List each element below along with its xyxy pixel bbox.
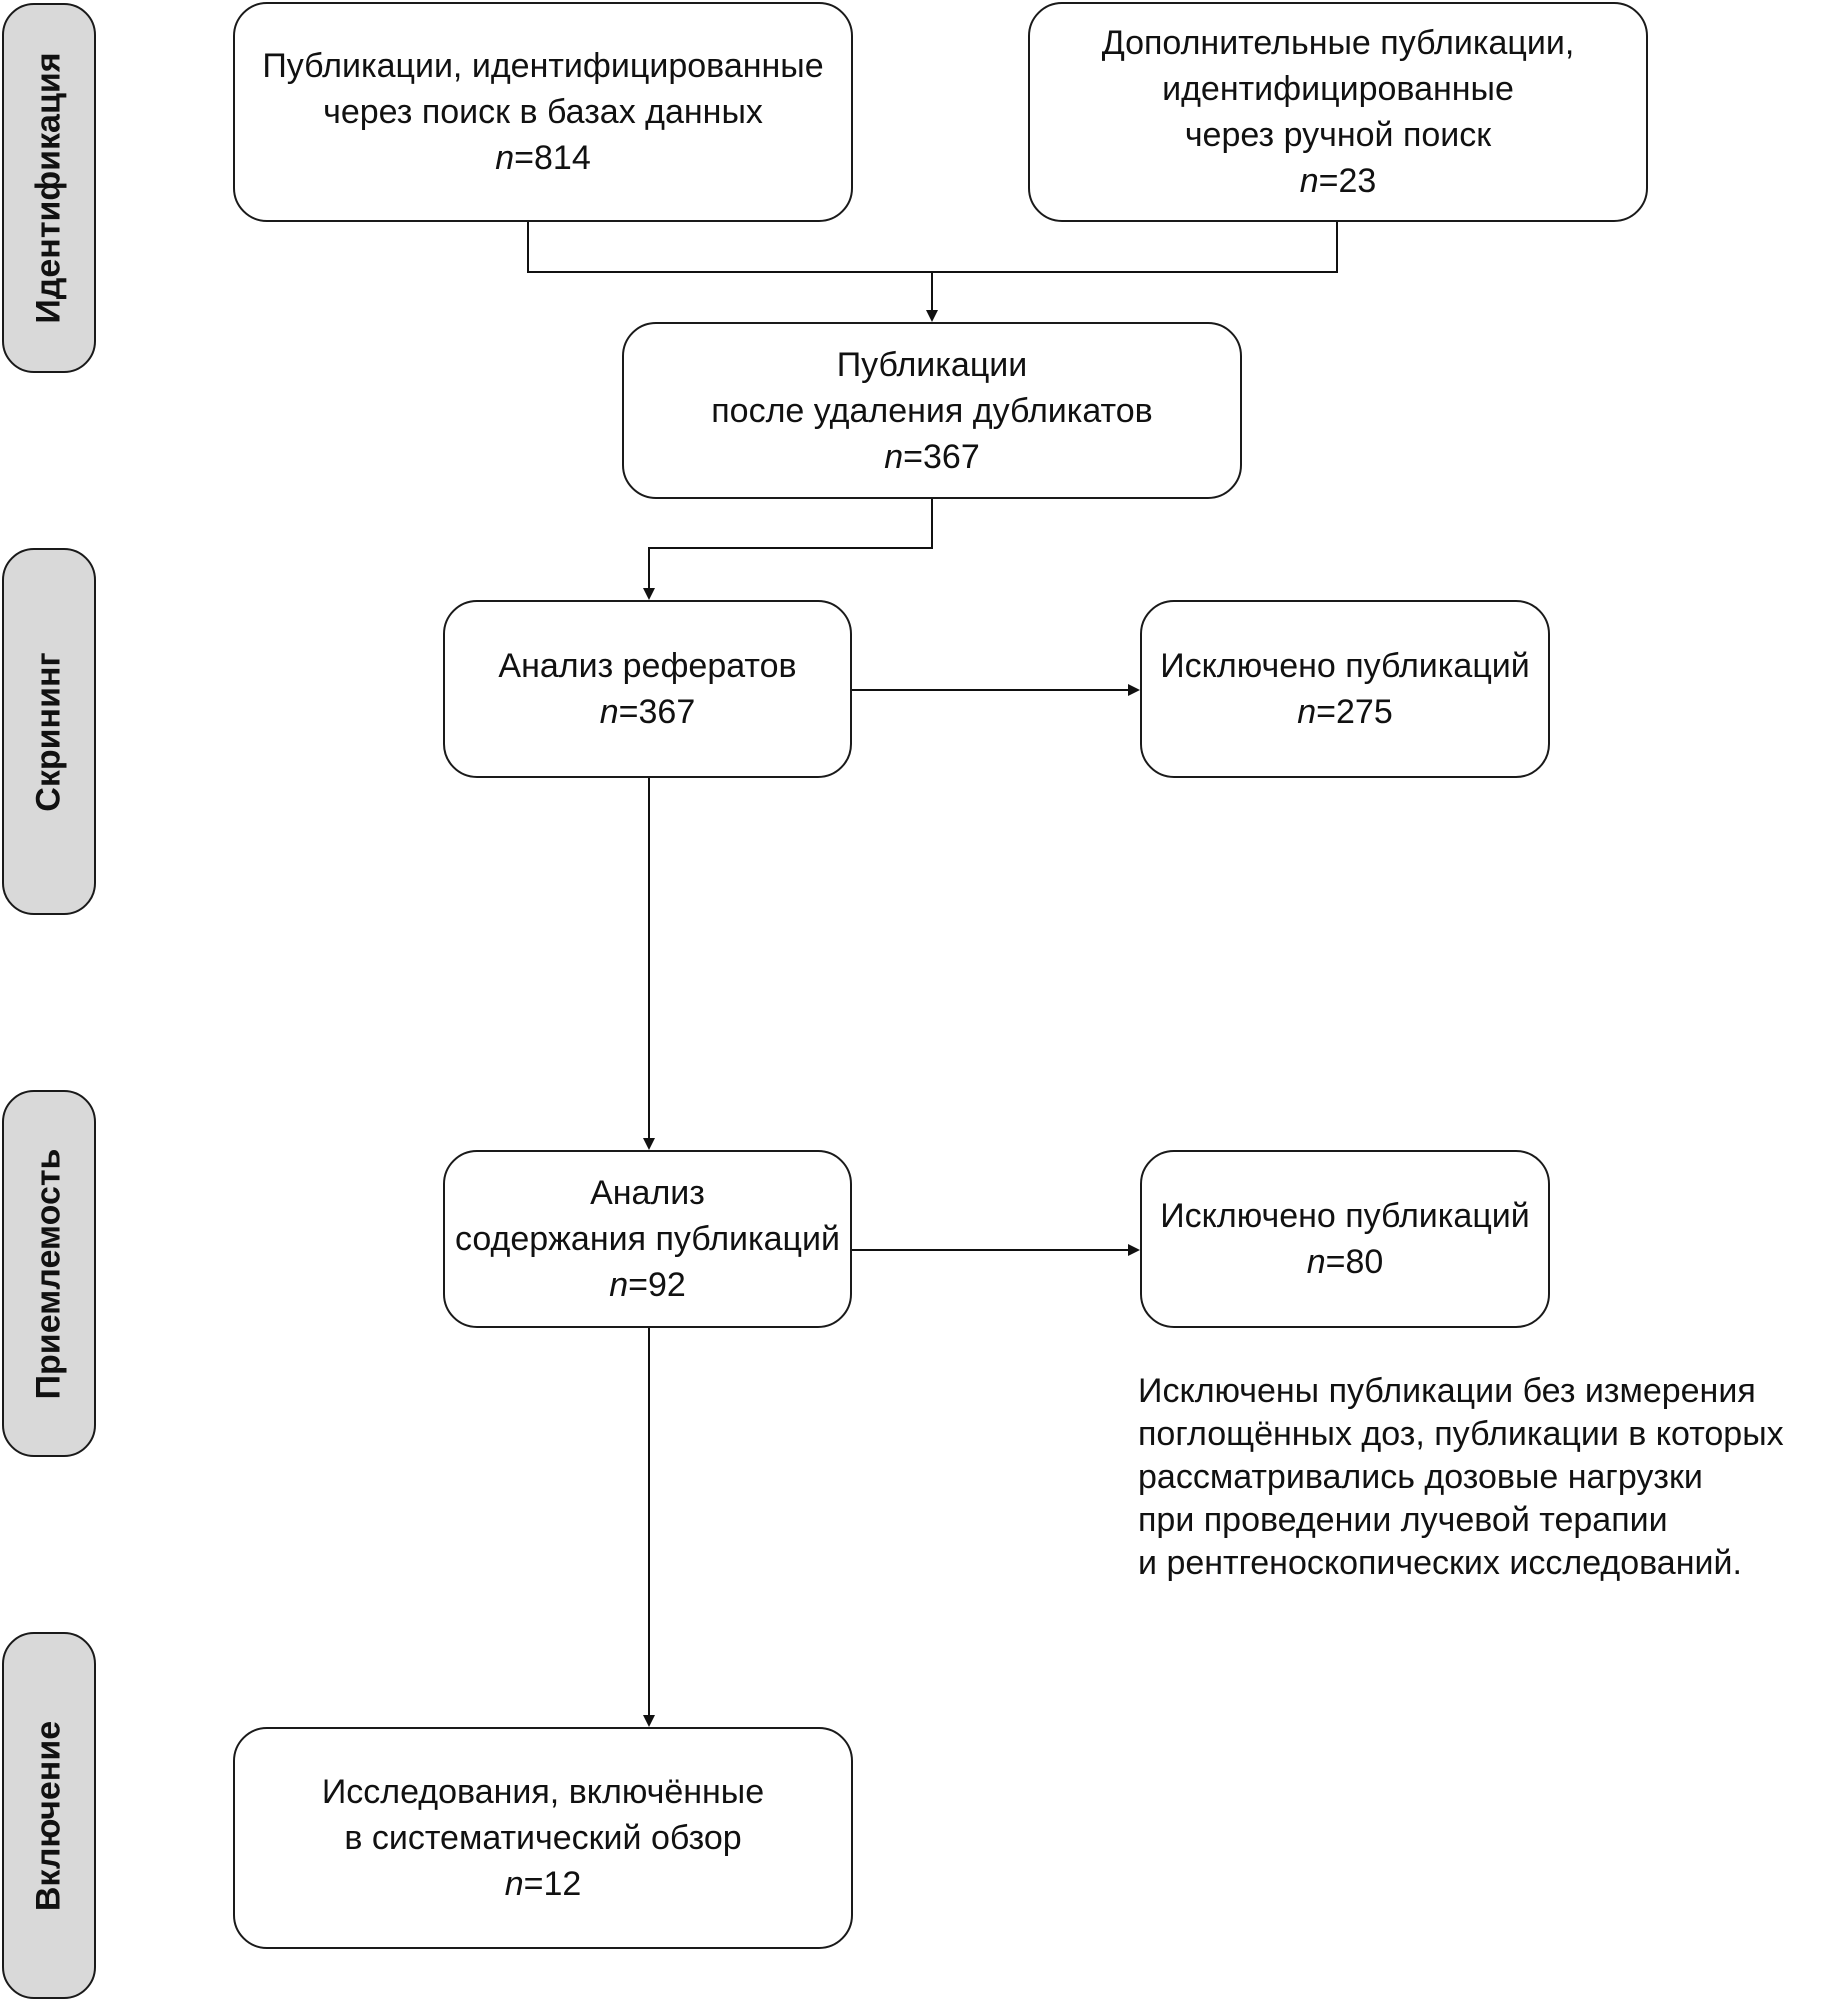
connector-database-to-merge xyxy=(527,222,932,273)
box-text-line: Публикации xyxy=(836,345,1028,384)
after-duplicates-box: Публикации после удаления дубликатов n=3… xyxy=(622,322,1242,499)
box-text-line: в систематический обзор xyxy=(344,1819,742,1857)
count-label: n=23 xyxy=(1299,162,1377,200)
box-text-line: Анализ рефератов xyxy=(498,647,797,685)
phase-screening: Скрининг xyxy=(2,548,96,915)
excluded-eligibility-box: Исключено публикаций n=80 xyxy=(1140,1150,1550,1328)
box-text-line: Анализ xyxy=(590,1174,705,1212)
note-line: Исключены публикации без измерения xyxy=(1138,1372,1756,1410)
content-analysis-box: Анализ содержания публикаций n=92 xyxy=(443,1150,852,1328)
count-label: n=92 xyxy=(609,1266,686,1304)
count-label: n=275 xyxy=(1297,693,1393,731)
box-text-line: Исключено публикаций xyxy=(1160,1197,1530,1235)
count-label: n=12 xyxy=(504,1865,582,1903)
manual-search-box: Дополнительные публикации, идентифициров… xyxy=(1028,2,1648,222)
count-label: n=367 xyxy=(599,693,696,731)
abstract-analysis-box: Анализ рефератов n=367 xyxy=(443,600,852,778)
phase-eligibility: Приемлемость xyxy=(2,1090,96,1457)
count-label: n=814 xyxy=(495,139,591,177)
database-search-box: Публикации, идентифицированные через пои… xyxy=(233,2,853,222)
box-text-line: Публикации, идентифицированные xyxy=(262,47,824,85)
note-line: поглощённых доз, публикации в которых xyxy=(1138,1415,1784,1453)
connector-manual-to-merge xyxy=(932,222,1338,273)
arrow-duplicates-to-abstracts xyxy=(643,499,933,600)
note-line: и рентгеноскопических исследований. xyxy=(1138,1544,1742,1582)
phase-eligibility-label: Приемлемость xyxy=(29,1148,68,1399)
phase-inclusion: Включение xyxy=(2,1632,96,1999)
excluded-screening-box: Исключено публикаций n=275 xyxy=(1140,600,1550,778)
box-text-line: Исключено публикаций xyxy=(1160,647,1530,685)
box-text-line: через ручной поиск xyxy=(1184,116,1492,154)
phase-screening-label: Скрининг xyxy=(29,651,68,812)
exclusion-reason-note: Исключены публикации без измерения погло… xyxy=(1138,1370,1784,1585)
phase-inclusion-label: Включение xyxy=(29,1720,68,1911)
box-text-line: через поиск в базах данных xyxy=(323,93,763,131)
phase-identification: Идентификация xyxy=(2,3,96,373)
box-text-line: после удаления дубликатов xyxy=(711,391,1153,430)
note-line: рассматривались дозовые нагрузки xyxy=(1138,1458,1703,1496)
phase-identification-label: Идентификация xyxy=(29,52,68,324)
box-text-line: Исследования, включённые xyxy=(321,1773,765,1811)
box-text-line: Дополнительные публикации, xyxy=(1101,24,1575,62)
count-label: n=80 xyxy=(1306,1243,1384,1281)
box-text-line: идентифицированные xyxy=(1162,70,1514,108)
included-studies-box: Исследования, включённые в систематическ… xyxy=(233,1727,853,1949)
count-label: n=367 xyxy=(884,437,980,476)
box-text-line: содержания публикаций xyxy=(454,1220,841,1258)
note-line: при проведении лучевой терапии xyxy=(1138,1501,1668,1539)
